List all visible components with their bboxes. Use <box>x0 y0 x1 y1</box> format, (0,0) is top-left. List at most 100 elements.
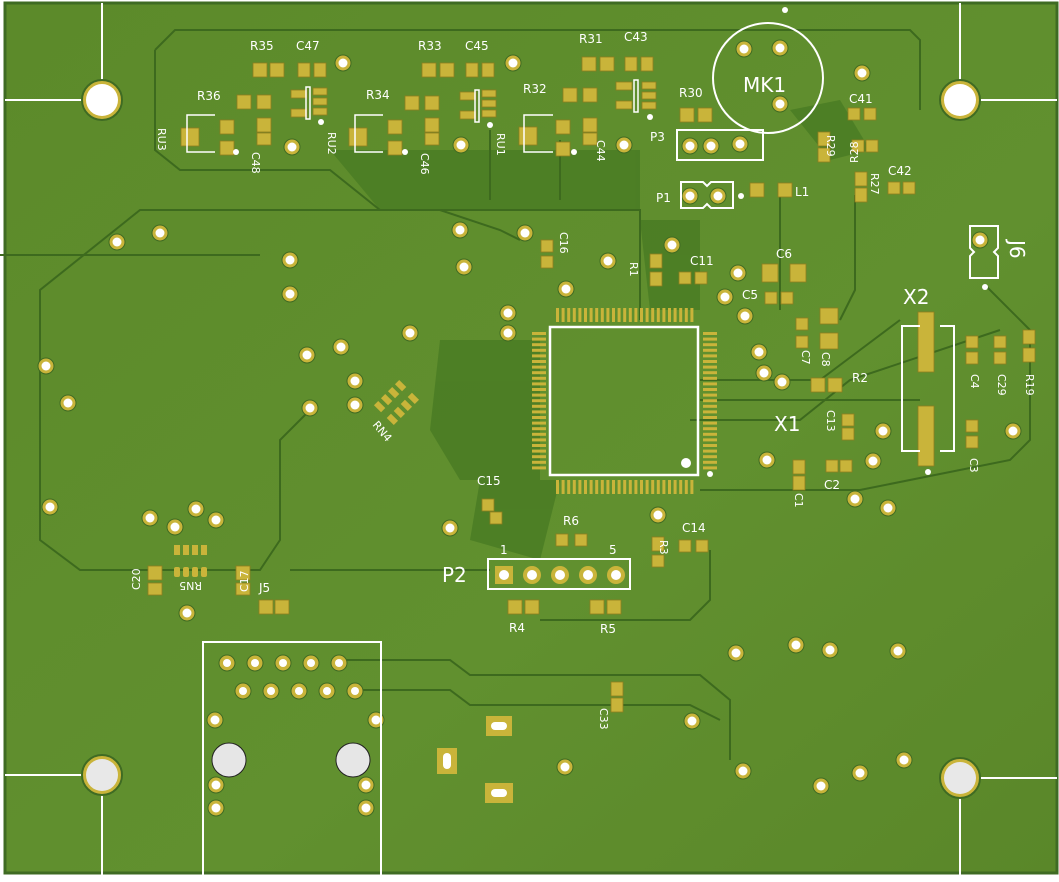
smd-pad <box>507 599 523 615</box>
label-c14: C14 <box>682 521 706 535</box>
mcu-pin <box>532 343 546 347</box>
mcu-pin <box>703 332 717 335</box>
smd-pad <box>678 271 692 285</box>
smd-pad <box>841 427 855 441</box>
smd-pad <box>524 599 540 615</box>
p2-pin <box>495 566 513 584</box>
mount-hole-tr <box>939 79 981 121</box>
mcu-pin <box>703 382 717 386</box>
smd-pad <box>792 459 806 475</box>
smd-pad <box>180 127 200 147</box>
via <box>452 136 470 154</box>
smd-pad <box>606 599 622 615</box>
large-labels: MK1 X2 X1 P2 J6 <box>442 73 1029 587</box>
via <box>207 799 225 817</box>
label-c7: C7 <box>799 350 812 365</box>
j5-pin <box>274 654 292 672</box>
via <box>401 324 419 342</box>
mcu-pin <box>600 480 604 494</box>
via <box>812 777 830 795</box>
mcu-pin <box>703 371 717 375</box>
mcu-pin <box>532 432 546 436</box>
smd-pad <box>582 117 598 133</box>
smd-pad <box>1022 329 1036 345</box>
via <box>879 499 897 517</box>
via <box>41 498 59 516</box>
smd-pad <box>312 87 328 96</box>
label-p3: P3 <box>650 130 665 144</box>
mk1-outline <box>712 22 824 134</box>
pin1-dots <box>233 7 988 477</box>
p2-outline <box>487 558 631 590</box>
mcu-pin <box>673 480 677 494</box>
via <box>178 604 196 622</box>
smd-pad <box>256 94 272 110</box>
smd-pad <box>854 187 868 203</box>
label-c43: C43 <box>624 30 648 44</box>
smd-pad <box>439 62 455 78</box>
mcu-pin <box>703 410 717 414</box>
smd-pad <box>274 599 290 615</box>
mcu-pin <box>668 480 671 494</box>
mcu-pin <box>690 480 694 494</box>
mcu-pin <box>673 308 677 322</box>
rn5-pad <box>201 545 207 555</box>
smd-pad <box>819 332 839 350</box>
mcu-pin <box>684 308 688 322</box>
rn4-pad <box>380 393 406 419</box>
mcu-pin <box>703 438 717 442</box>
via <box>864 452 882 470</box>
label-r27: R27 <box>868 173 881 195</box>
smd-pad <box>624 56 638 72</box>
mcu-pin <box>634 480 638 494</box>
via <box>889 642 907 660</box>
via <box>516 224 534 242</box>
p1-outline <box>680 181 734 209</box>
smd-pad <box>421 62 437 78</box>
via <box>557 280 575 298</box>
mcu-pin1-marker <box>681 458 691 468</box>
smd-pad <box>481 109 497 118</box>
rn5-pad <box>174 545 180 555</box>
via <box>187 500 205 518</box>
mcu-pin <box>640 308 643 322</box>
smd-pad <box>258 599 274 615</box>
via <box>499 324 517 342</box>
smd-pad <box>887 181 901 195</box>
smd-pad <box>424 132 440 146</box>
label-c15: C15 <box>477 474 501 488</box>
mcu-pin <box>556 480 559 494</box>
via <box>357 799 375 817</box>
via <box>301 399 319 417</box>
j5-connector-outline <box>202 641 382 882</box>
mcu-pin <box>703 444 717 447</box>
mounting-holes <box>81 79 981 799</box>
mcu-pin <box>703 432 717 436</box>
ru1-outline <box>523 114 553 153</box>
copper-pour-c11 <box>640 220 700 310</box>
label-p2-pin5: 5 <box>609 543 617 557</box>
smd-pad <box>795 317 809 331</box>
via <box>649 506 667 524</box>
mcu-pin <box>561 308 565 322</box>
via <box>499 304 517 322</box>
mcu-pin <box>617 480 621 494</box>
smd-pad <box>589 599 605 615</box>
mcu-pin <box>532 371 546 375</box>
rn5-pad <box>183 545 189 555</box>
mcu-pin <box>662 308 666 322</box>
label-mk1: MK1 <box>743 73 786 97</box>
smd-pad <box>615 100 633 110</box>
via <box>504 54 522 72</box>
via <box>556 758 574 776</box>
mcu-pins <box>532 308 717 494</box>
mcu-pin <box>532 337 546 341</box>
smd-pad <box>827 377 843 393</box>
mcu-pin <box>623 480 627 494</box>
label-c42: C42 <box>888 164 912 178</box>
via <box>346 372 364 390</box>
smd-pad <box>792 475 806 491</box>
silkscreen-labels: R35 C47 R36 R33 C45 R34 R31 C43 R32 R30 … <box>197 30 912 636</box>
smd-pad <box>641 101 657 110</box>
mcu-pin <box>532 438 546 442</box>
